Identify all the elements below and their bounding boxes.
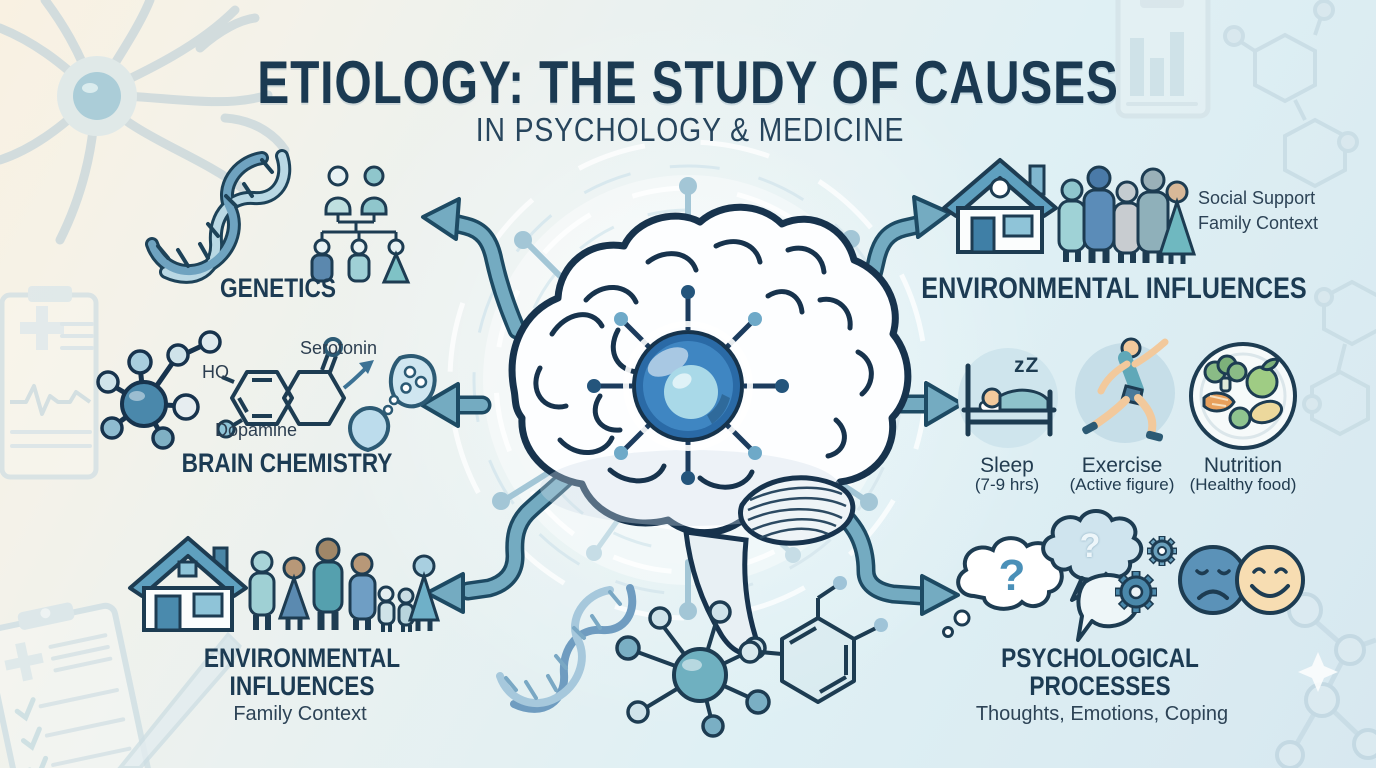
gear-icon [1147,536,1177,566]
sleep-bed-icon [958,348,1058,448]
page-title: ETIOLOGY: THE STUDY OF CAUSES [150,50,1227,116]
question-mark-glyph: ? [1079,527,1101,565]
arrowhead-icon [920,574,960,616]
hexagon-molecule-watermark [1223,0,1376,437]
ho-label: HO [202,362,229,382]
molecule-chain-watermark [1262,562,1376,768]
page-subtitle-text: IN PSYCHOLOGY & MEDICINE [475,111,905,148]
pen-watermark [117,631,242,768]
family-tree-icon [310,165,411,284]
sleep-zz-glyph: zZ [1014,354,1040,377]
neuron-watermark [0,0,290,245]
brain-chemistry-label: BRAIN CHEMISTRY [181,448,393,478]
gear-icon [1115,571,1157,613]
question-mark-glyph: ? [998,551,1026,600]
checklist-clipboard-watermark [0,602,156,768]
dna-helix-icon [145,149,292,284]
benzene-ring-icon [738,576,888,704]
arrowhead-icon [425,572,465,614]
nutrition-sublabel: (Healthy food) [1189,475,1297,494]
exercise-label: Exercise [1081,454,1163,477]
synapse-icon [348,354,437,453]
sleep-sublabel: (7-9 hrs) [974,475,1040,494]
happy-face-icon [1235,545,1305,615]
node-dots [492,177,878,620]
brain-icon [508,203,912,657]
arrowhead-icon [421,197,461,241]
page-subtitle: IN PSYCHOLOGY & MEDICINE [441,111,939,148]
medical-clipboard-watermark [0,286,99,480]
house-icon [942,158,1058,254]
dopamine-label: Dopamine [214,420,298,440]
cerebellum-lines [747,486,847,540]
environment-left-label-line1: ENVIRONMENTAL [203,643,401,673]
people-group-icon [1057,165,1197,264]
house-icon [128,536,248,632]
sparkle-icon [1298,652,1338,692]
family-group-icon [248,537,441,632]
runner-icon [1075,337,1175,443]
hub-spoke-dots [587,285,789,485]
exercise-sublabel: (Active figure) [1069,475,1175,494]
chart-clipboard-watermark [1115,0,1211,119]
thought-bubble-icon [942,536,1064,638]
nutrition-label: Nutrition [1203,454,1283,477]
environment-left-sublabel: Family Context [233,703,367,725]
environment-right-label: ENVIRONMENTAL INFLUENCES [921,272,1307,305]
arrowhead-icon [924,381,964,427]
genetics-label: GENETICS [220,273,336,303]
healthy-food-plate-icon [1189,342,1297,450]
environment-left-label-line2: INFLUENCES [229,671,375,701]
psychological-label-line2: PROCESSES [1029,671,1171,701]
psychological-sublabel: Thoughts, Emotions, Coping [975,703,1229,725]
sleep-label: Sleep [980,454,1034,477]
serotonin-arrow-icon [359,360,374,374]
faint-dots [586,545,801,563]
chemical-structure-icon [216,337,374,439]
molecule-icon [96,330,222,450]
arrowhead-icon [420,382,460,428]
psychological-label-line1: PSYCHOLOGICAL [1001,643,1199,673]
arrowhead-icon [912,195,952,239]
serotonin-label: Serotonin [300,338,378,358]
environment-right-note: Social Support Family Context [1198,188,1319,233]
dna-helix-icon [496,584,637,713]
page-title-text: ETIOLOGY: THE STUDY OF CAUSES [257,49,1119,116]
